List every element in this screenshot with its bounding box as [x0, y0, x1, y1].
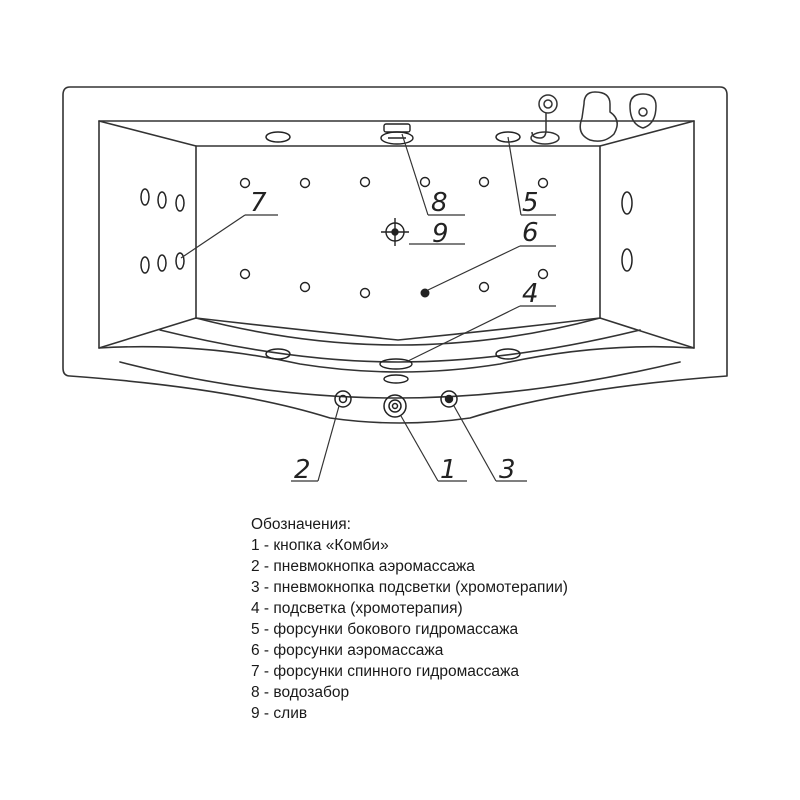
tub-front-curve: [195, 317, 601, 346]
air-jet: [359, 176, 371, 188]
air-jet: [239, 268, 251, 280]
legend-item-2: 2 - пневмокнопка аэромассажа: [251, 558, 475, 575]
callout-8: 8: [431, 188, 448, 218]
air-jet: [419, 176, 431, 188]
back-jet: [175, 252, 185, 270]
callout-9: 9: [432, 219, 449, 249]
mixer-handle: [579, 91, 618, 142]
back-jet: [140, 256, 150, 274]
side-jet: [621, 248, 633, 272]
legend-item-8: 8 - водозабор: [251, 684, 350, 701]
side-jet: [621, 191, 633, 215]
chromotherapy-light: [379, 358, 413, 384]
callout-7: 7: [250, 188, 267, 218]
callout-3: 3: [499, 455, 516, 485]
back-jet: [157, 254, 167, 272]
callout-4: 4: [522, 279, 539, 309]
side-jet: [495, 348, 521, 360]
side-jet: [265, 131, 291, 143]
tub-slope-line: [599, 120, 695, 147]
back-jets: [140, 188, 185, 274]
back-jet: [140, 188, 150, 206]
leader-8: [401, 133, 429, 216]
leader-4: [407, 305, 521, 362]
combi-button: [383, 394, 407, 418]
tub-slope-line: [599, 317, 695, 349]
faucet-knob-inner: [543, 99, 553, 109]
drain: [381, 218, 409, 246]
back-jet: [175, 194, 185, 212]
bathtub-diagram: 7 8 5 9 6 4 2 1 3: [62, 86, 728, 485]
callout-6: 6: [522, 218, 539, 248]
side-jet: [495, 131, 521, 143]
tub-slope-line: [98, 120, 197, 147]
legend-item-7: 7 - форсунки спинного гидромассажа: [251, 663, 519, 680]
legend: Обозначения: 1 - кнопка «Комби» 2 - пнев…: [251, 514, 731, 724]
air-jet: [478, 281, 490, 293]
shower-holder: [629, 93, 657, 129]
chromotherapy-button: [440, 390, 458, 408]
tub-front-curve: [159, 329, 641, 363]
legend-heading: Обозначения:: [251, 516, 351, 533]
leader-1: [400, 415, 439, 482]
tub-slope-line: [98, 317, 197, 349]
leader-6: [427, 245, 521, 291]
legend-item-5: 5 - форсунки бокового гидромассажа: [251, 621, 519, 638]
side-jet: [265, 348, 291, 360]
leader-2: [317, 405, 340, 482]
air-jet: [537, 177, 549, 189]
air-jet: [359, 287, 371, 299]
back-jet: [157, 191, 167, 209]
faucet-group: [530, 91, 657, 145]
tub-inner-rim: [98, 120, 695, 373]
leader-lines: [180, 133, 556, 482]
callout-5: 5: [522, 188, 539, 218]
air-jet: [299, 281, 311, 293]
legend-item-3: 3 - пневмокнопка подсветки (хромотерапии…: [251, 579, 568, 596]
air-massage-button: [334, 390, 352, 408]
air-jets: [239, 176, 549, 299]
bathtub-drawing: 7 8 5 9 6 4 2 1 3: [62, 86, 728, 485]
side-jets: [265, 131, 633, 360]
shower-holder-dot: [638, 107, 648, 117]
callout-2: 2: [294, 455, 311, 485]
tub-front-curve: [119, 361, 681, 399]
water-intake: [380, 123, 414, 145]
air-jet-highlighted: [420, 288, 430, 298]
faucet-base: [530, 131, 560, 145]
callout-1: 1: [440, 455, 457, 485]
air-jet: [239, 177, 251, 189]
air-jet: [478, 176, 490, 188]
leader-5: [507, 136, 522, 216]
tub-basin-floor: [195, 145, 601, 341]
faucet-knob: [538, 94, 558, 114]
leader-7: [180, 214, 246, 259]
legend-item-6: 6 - форсунки аэромассажа: [251, 642, 444, 659]
legend-item-1: 1 - кнопка «Комби»: [251, 537, 389, 554]
tub-outer-rim: [62, 86, 728, 424]
air-jet: [299, 177, 311, 189]
legend-item-9: 9 - слив: [251, 705, 308, 722]
leader-3: [453, 405, 497, 482]
legend-item-4: 4 - подсветка (хромотерапия): [251, 600, 463, 617]
air-jet: [537, 268, 549, 280]
